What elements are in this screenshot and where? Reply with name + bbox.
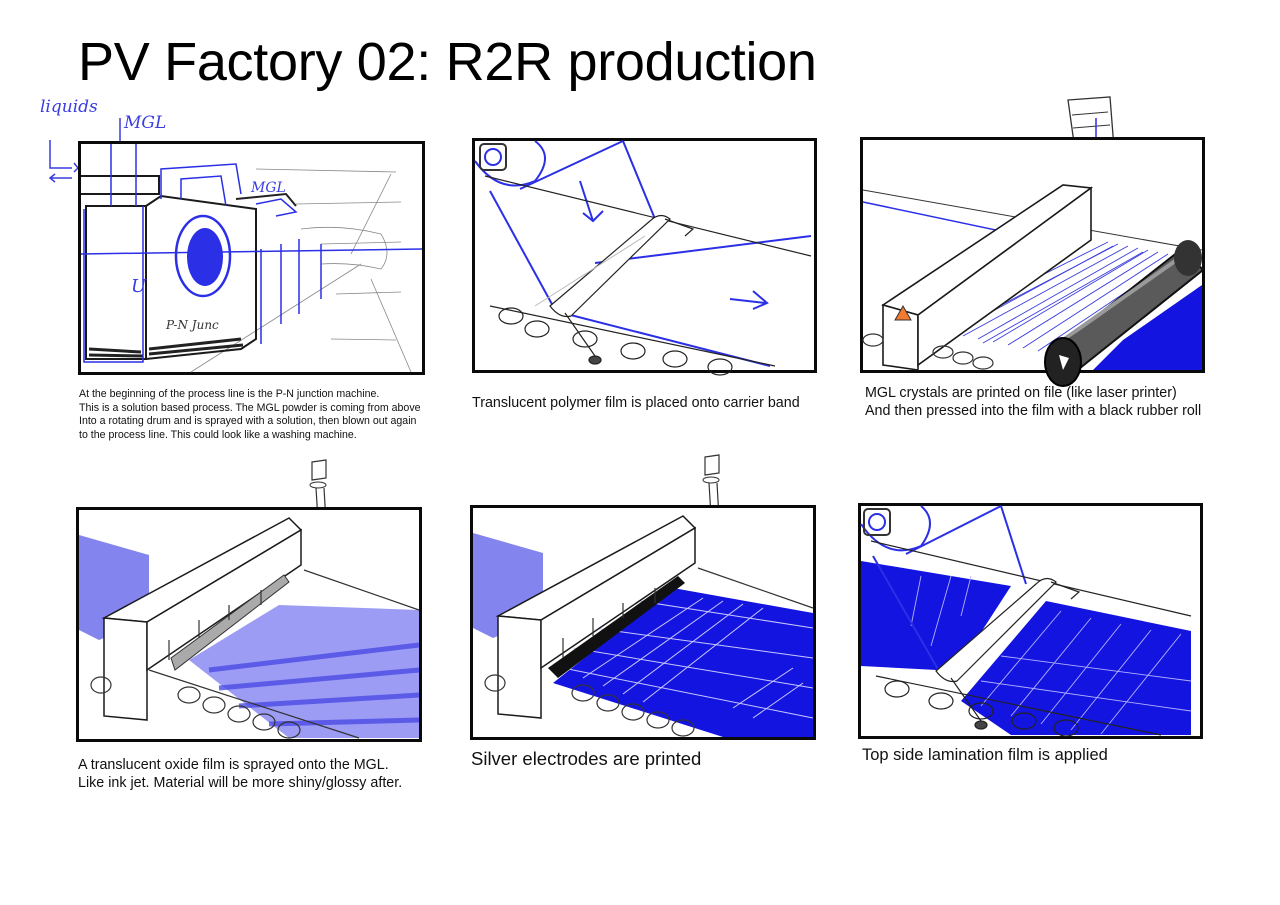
caption-line: Into a rotating drum and is sprayed with… [79, 415, 417, 427]
panel-4-caption: A translucent oxide film is sprayed onto… [78, 756, 458, 792]
silver-electrodes-illustration [473, 515, 814, 737]
caption-line: Like ink jet. Material will be more shin… [78, 775, 403, 791]
caption-line: And then pressed into the film with a bl… [865, 403, 1202, 419]
pn-junction-machine-illustration: MGL U P-N Junc [80, 144, 423, 373]
panel-4-sketch [76, 507, 422, 742]
caption-line: Silver electrodes are printed [471, 748, 702, 769]
caption-line: At the beginning of the process line is … [79, 388, 380, 400]
mgl-printer-illustration [862, 184, 1205, 387]
panel-1-sketch: MGL U P-N Junc [78, 141, 425, 375]
panel-1-caption: At the beginning of the process line is … [79, 388, 439, 442]
door-mark-annotation: U [131, 276, 147, 297]
panel-3-sketch [860, 137, 1205, 387]
mgl-annotation-side: MGL [250, 180, 286, 196]
page-title: PV Factory 02: R2R production [78, 32, 817, 92]
panel-5-caption: Silver electrodes are printed [471, 748, 851, 770]
caption-line: MGL crystals are printed on file (like l… [865, 385, 1177, 401]
panel-2-caption: Translucent polymer film is placed onto … [472, 394, 852, 412]
liquids-annotation: liquids [40, 97, 98, 117]
oxide-spray-illustration [79, 517, 420, 739]
panel-6-caption: Top side lamination film is applied [862, 746, 1242, 764]
mgl-annotation-top: MGL [123, 113, 166, 133]
caption-line: to the process line. This could look lik… [79, 428, 357, 441]
polymer-film-illustration [474, 140, 812, 376]
panel-5-sketch [470, 505, 816, 740]
top-lamination-illustration [860, 505, 1192, 737]
panel-2-sketch [472, 138, 817, 376]
caption-line: Translucent polymer film is placed onto … [472, 395, 800, 411]
panel-3-caption: MGL crystals are printed on file (like l… [865, 384, 1245, 420]
machine-label-annotation: P-N Junc [165, 318, 219, 332]
caption-line: A translucent oxide film is sprayed onto… [78, 757, 389, 773]
panel-6-sketch [858, 503, 1203, 739]
caption-line: This is a solution based process. The MG… [79, 401, 421, 414]
caption-line: Top side lamination film is applied [862, 746, 1108, 764]
